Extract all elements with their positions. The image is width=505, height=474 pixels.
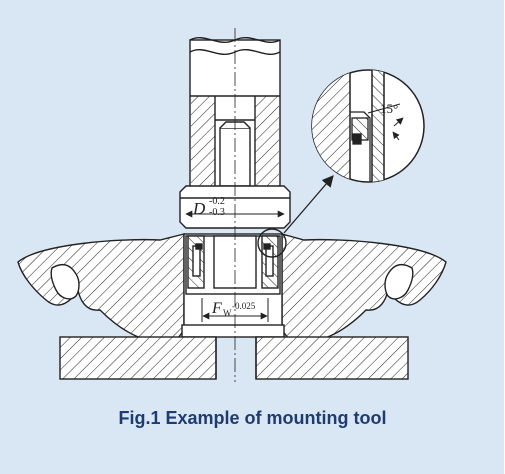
outer-dimension-symbol: D [192, 199, 206, 218]
press-base [59, 324, 409, 380]
bore-dimension-tolerance: -0.025 [232, 301, 256, 311]
outer-dimension-lower-tol: -0.3 [209, 207, 225, 218]
detail-angle-label: 15° [380, 101, 398, 116]
figure-caption: Fig.1 Example of mounting tool [118, 408, 387, 428]
outer-dimension-upper-tol: -0.2 [209, 196, 225, 207]
needle-bearing [185, 235, 281, 295]
detail-marker-circle [257, 228, 287, 258]
bore-dimension-symbol: F [211, 300, 222, 317]
bore-dimension-subscript: W [223, 308, 232, 318]
detail-view: 15° [311, 69, 425, 183]
detail-leader-arrow [283, 175, 334, 234]
